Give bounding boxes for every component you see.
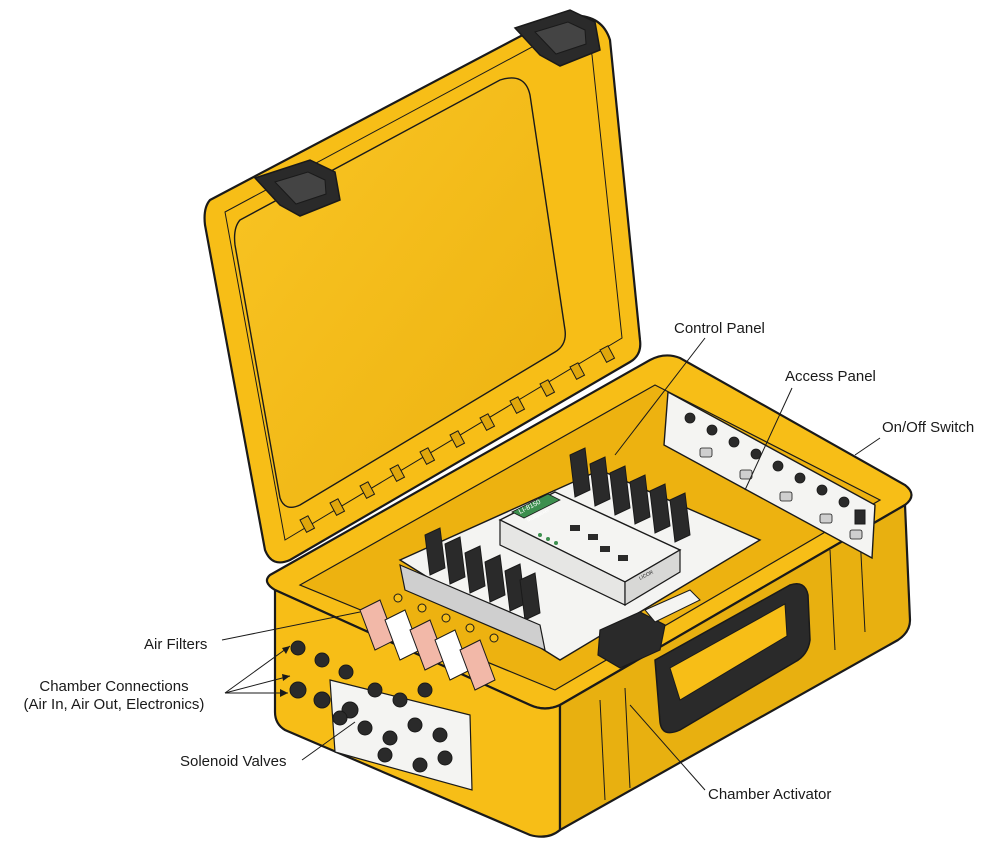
label-solenoid-valves: Solenoid Valves	[180, 753, 287, 770]
label-control-panel: Control Panel	[674, 320, 765, 337]
leader-control-panel	[614, 337, 706, 456]
leader-on-off-switch	[854, 437, 881, 456]
chamber-connectors	[289, 640, 453, 773]
label-chamber-activator: Chamber Activator	[708, 786, 832, 803]
on-off-switch	[854, 509, 866, 525]
label-chamber-connections-line2: (Air In, Air Out, Electronics)	[23, 696, 205, 713]
carry-handle	[654, 583, 811, 734]
label-chamber-connections-line1: Chamber Connections	[39, 678, 189, 695]
label-access-panel: Access Panel	[785, 368, 876, 385]
leader-access-panel	[744, 387, 793, 491]
leader-arrowheads	[280, 646, 290, 697]
rear-valve-bank	[569, 447, 691, 543]
label-chamber-connections: Chamber Connections (Air In, Air Out, El…	[14, 678, 214, 714]
label-on-off-switch: On/Off Switch	[882, 419, 975, 436]
leader-chamber-connections-1	[224, 645, 291, 694]
case-lid	[203, 9, 642, 564]
leader-chamber-connections-2	[224, 675, 291, 694]
latch-upper	[513, 9, 601, 67]
chamber-activator-unit	[597, 589, 701, 669]
leader-chamber-activator	[629, 704, 706, 791]
leader-lines	[221, 337, 881, 791]
solenoid-valve-bank	[424, 527, 541, 621]
leader-air-filters	[221, 611, 361, 641]
label-air-filters: Air Filters	[144, 636, 208, 653]
side-ribs	[599, 534, 866, 801]
air-filters	[359, 593, 499, 691]
front-connection-panel	[329, 679, 473, 791]
valve-manifold	[399, 563, 546, 652]
access-panel	[663, 390, 876, 560]
multiplexer-module: LI-8150 Multiplexer LICOR	[498, 491, 682, 607]
leader-solenoid-valves	[301, 721, 356, 761]
lid-hinge-slots	[299, 345, 616, 534]
latch-lower	[253, 159, 341, 217]
